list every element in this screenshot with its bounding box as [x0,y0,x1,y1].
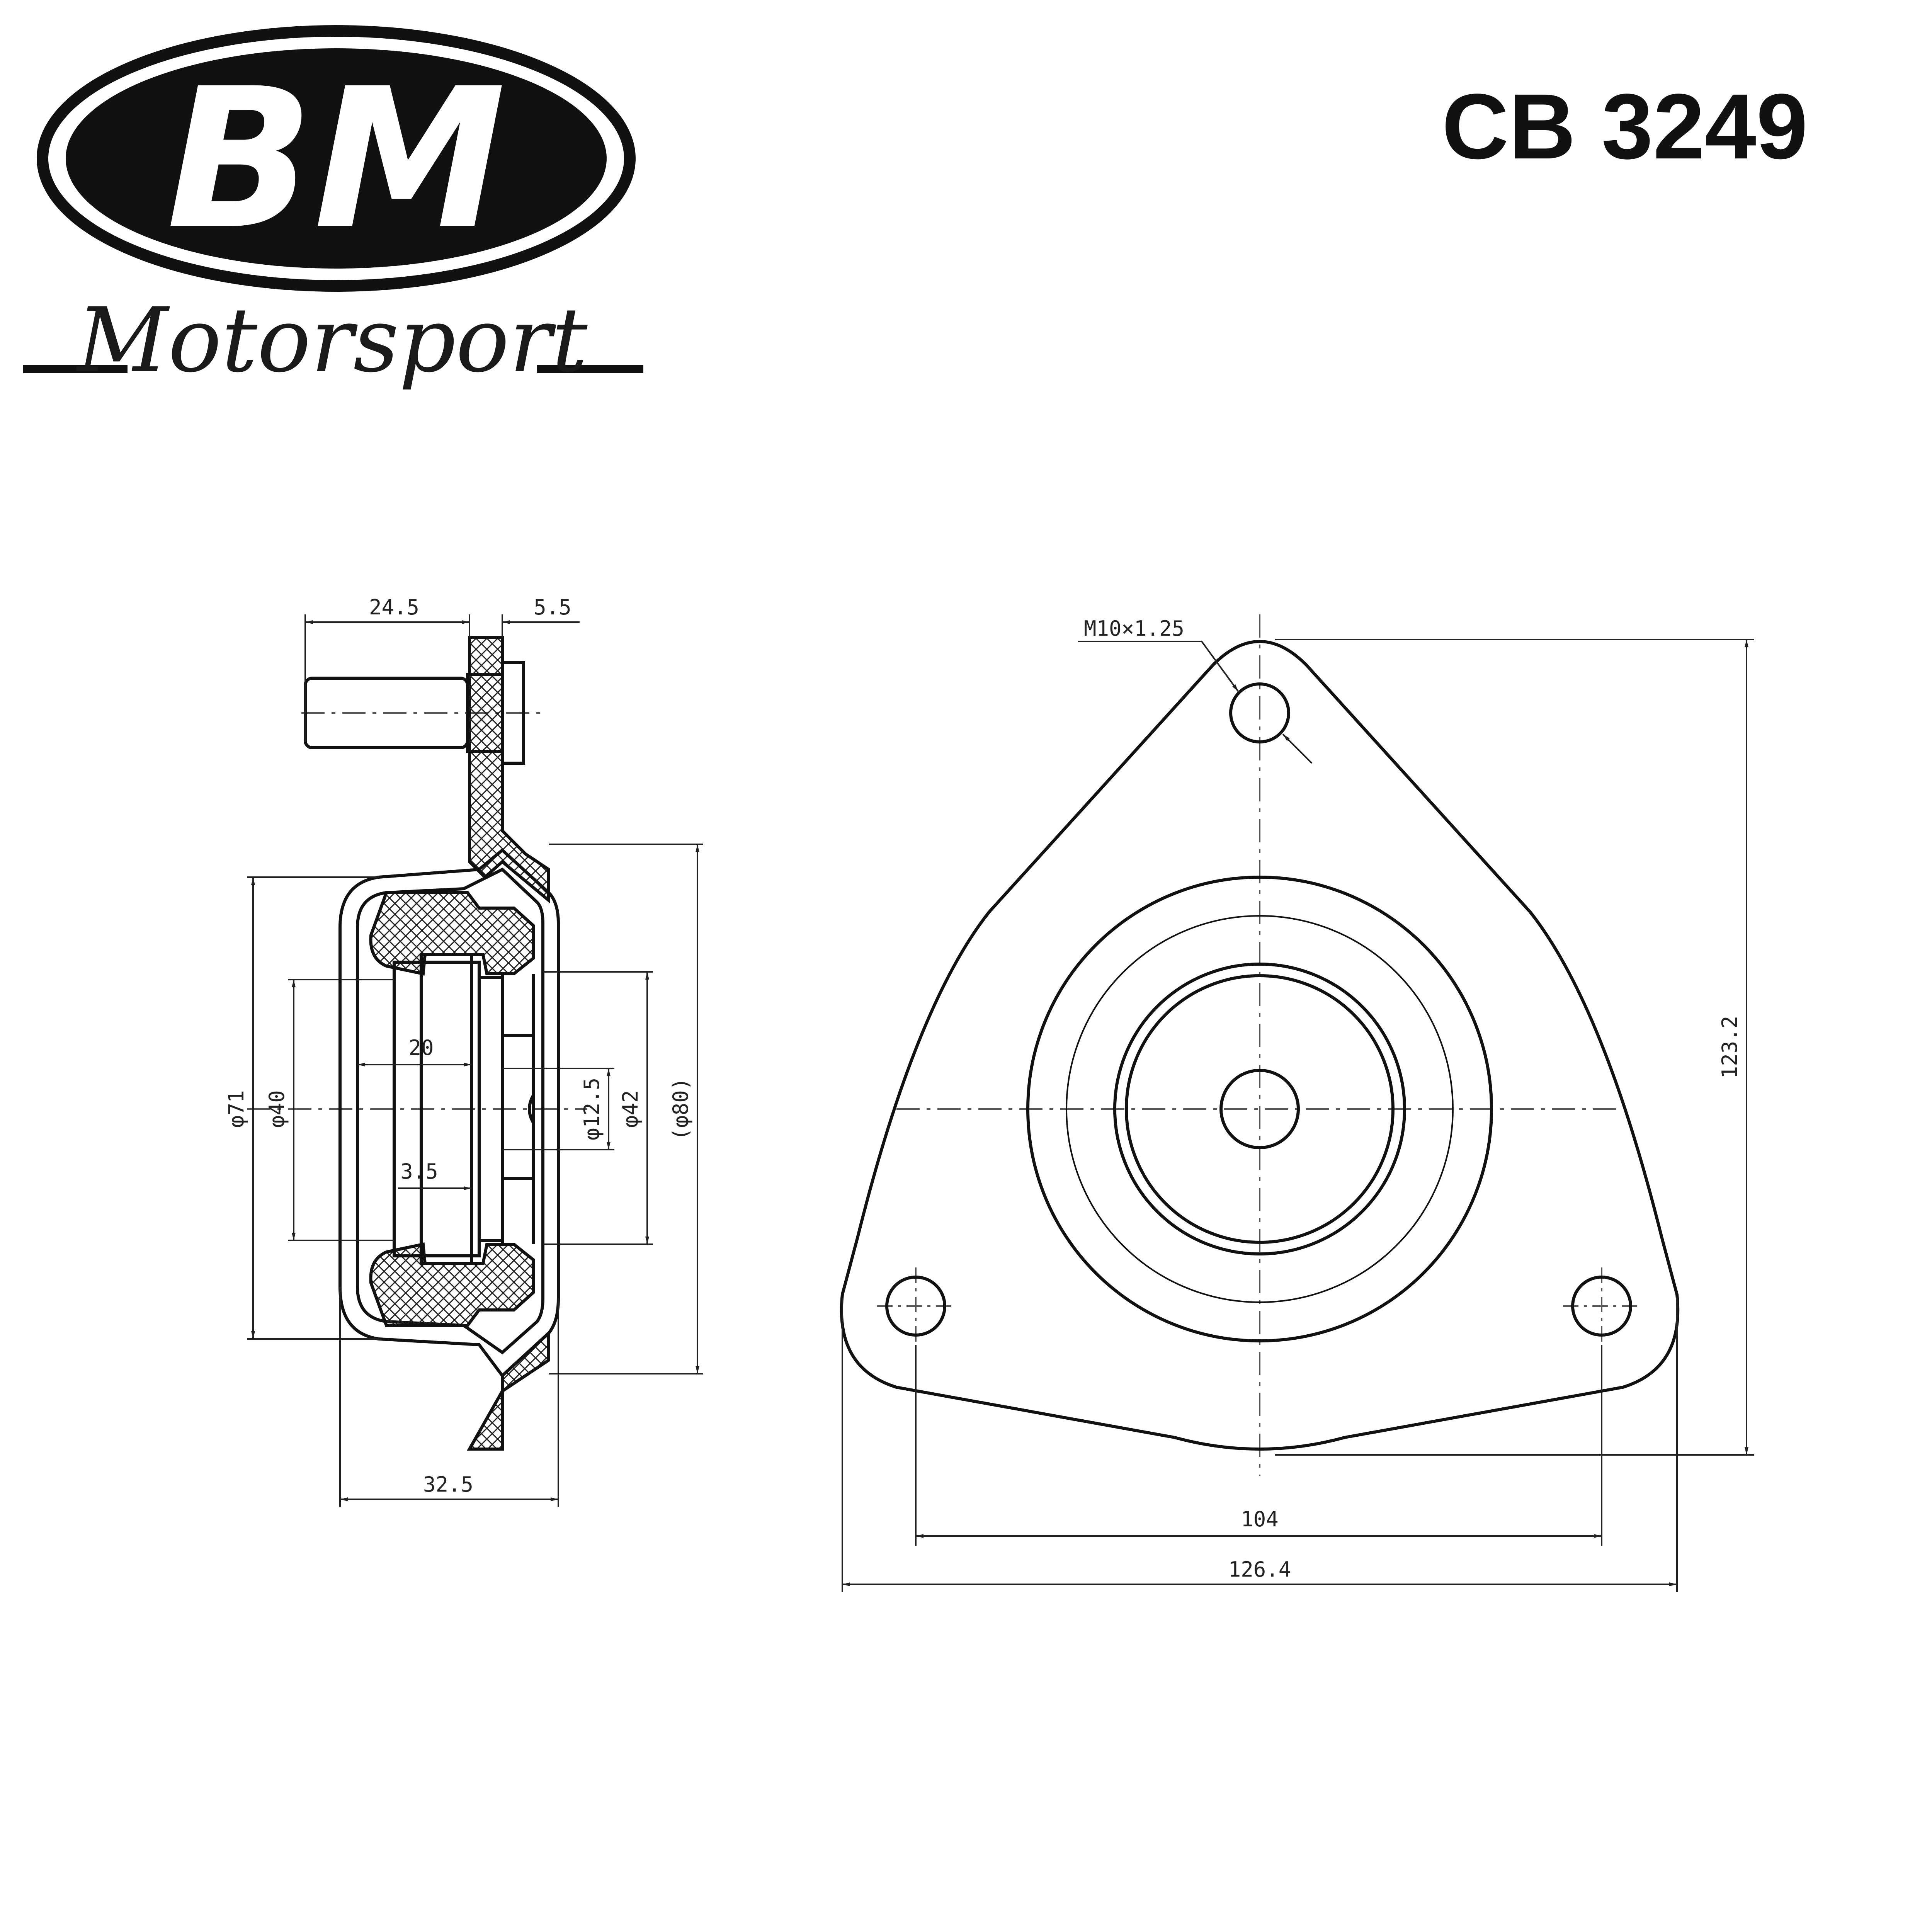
front-dimensions [842,639,1754,1592]
dim-label-hole-spacing: 104 [1241,1507,1279,1531]
flange-tab [528,1095,535,1123]
dim-label-shaft-hole: φ12.5 [580,1078,604,1141]
hole-left [885,1276,946,1337]
outer-ring [1026,876,1493,1342]
hole-right [1571,1276,1632,1337]
dim-label-outer-diameter: φ71 [224,1090,248,1128]
mount-plate-lower [467,1329,550,1451]
dim-label-total-width-front: 126.4 [1228,1557,1291,1582]
logo-brand-text: BM [167,47,506,272]
dim-label-bearing-width: 20 [408,1036,434,1060]
bearing-body [393,961,481,1257]
bearing-inner [420,953,473,1265]
inner-ring-outer [1113,963,1406,1255]
flange-outline [840,640,1680,1451]
center-hole [1219,1069,1300,1149]
stud-bolt [304,661,525,765]
thread-leader [1201,641,1239,692]
part-number: CB 3249 [1442,75,1808,178]
dim-label-stud-length: 24.5 [369,595,419,619]
upper-bushing [369,891,535,976]
side-section-view [247,636,587,1451]
dim-label-bore-diameter: φ40 [265,1090,289,1128]
logo-outer-ellipse [37,25,636,292]
thread-leader-out [1282,733,1313,764]
outer-housing [338,848,560,1378]
side-dimensions [247,614,703,1507]
stud-head [501,661,525,765]
inner-ring-inner [1125,974,1395,1244]
dim-label-total-width-side: 32.5 [423,1472,473,1497]
hole-top [1229,682,1290,743]
dim-label-bearing-od: φ42 [618,1090,643,1128]
middle-ring-thin [1066,915,1454,1303]
logo-subtitle-text: Motorsport [76,289,588,392]
stud-knurl [466,673,504,753]
lower-bushing [369,1242,535,1327]
inner-housing [356,868,544,1355]
brand-logo: BM Motorsport [23,25,643,392]
dim-label-inner-step: 3.5 [400,1159,438,1184]
logo-inner-ellipse [66,48,607,269]
dim-label-plate-offset: 5.5 [534,595,571,619]
dim-label-thread: M10×1.25 [1084,616,1184,641]
front-view [840,614,1680,1476]
dim-label-height: 123.2 [1718,1016,1742,1079]
dim-label-flange-diameter: (φ80) [668,1078,693,1141]
